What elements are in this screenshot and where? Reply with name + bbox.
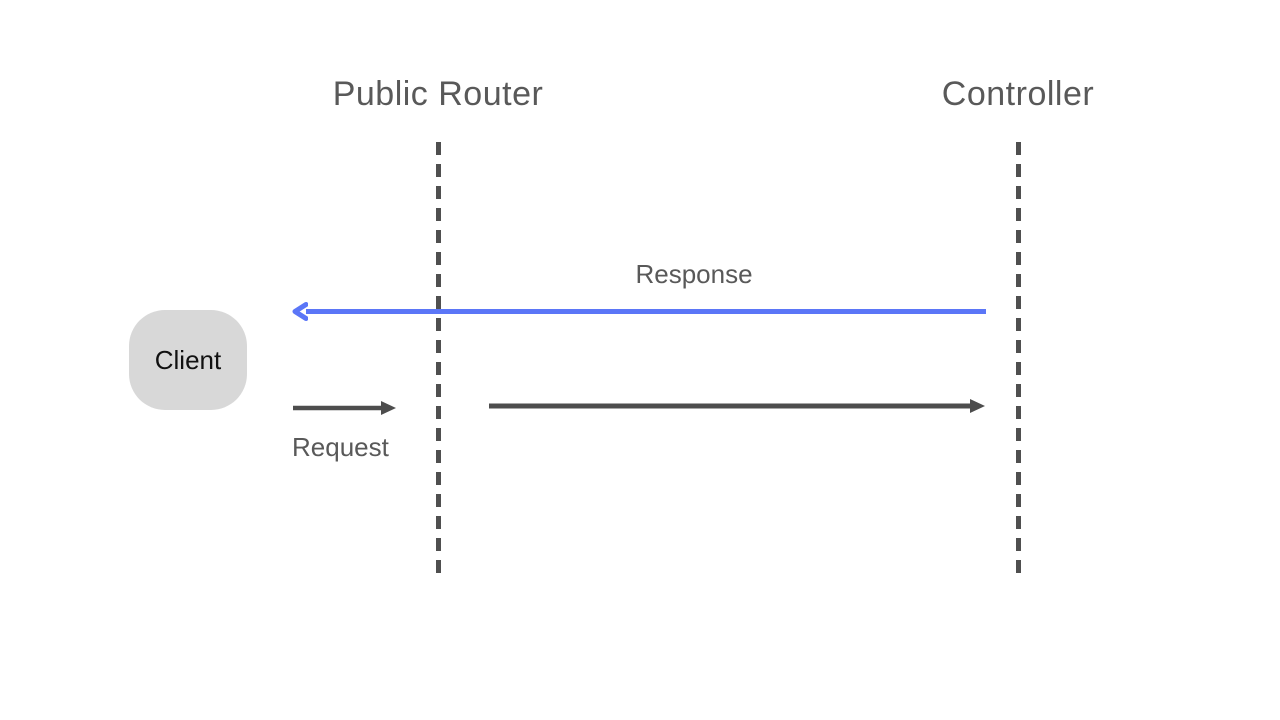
client-node-label: Client [154, 344, 222, 375]
lifeline-title-public-router: Public Router [332, 75, 544, 113]
response-message-label: Response [635, 259, 753, 289]
client-node: Client [129, 310, 247, 410]
request-message-label: Request [292, 432, 389, 462]
lifeline-title-controller: Controller [941, 75, 1095, 113]
